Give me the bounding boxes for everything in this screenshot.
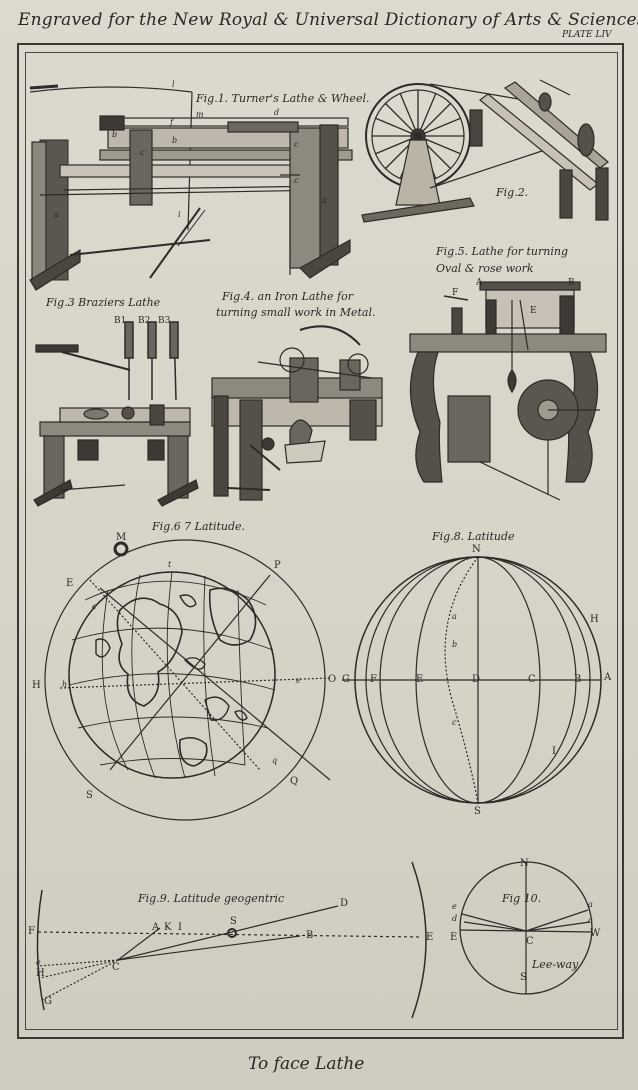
plate-number: PLATE LIV bbox=[562, 30, 612, 40]
fig67-caption: Fig.6 7 Latitude. bbox=[152, 520, 246, 533]
fig8-letter: b bbox=[452, 640, 458, 649]
fig9-letter: K bbox=[164, 922, 172, 933]
fig8-letter: G bbox=[342, 674, 350, 685]
fig1-letter: a bbox=[54, 210, 59, 219]
outer-frame bbox=[17, 43, 624, 1039]
plate-footer: To face Lathe bbox=[248, 1054, 365, 1074]
fig10-letter: a bbox=[588, 900, 593, 909]
fig6-letter: t bbox=[168, 560, 172, 569]
fig5-caption-line1: Fig.5. Lathe for turning bbox=[436, 245, 568, 258]
fig1-letter: d bbox=[274, 108, 280, 117]
fig9-letter: A bbox=[152, 922, 160, 933]
fig8-letter: c bbox=[452, 718, 457, 727]
fig9-letter: G bbox=[44, 996, 52, 1007]
fig5-letter: B bbox=[568, 278, 575, 288]
fig8-letter: D bbox=[472, 674, 481, 685]
fig10-letter: c bbox=[588, 916, 593, 925]
fig9-geocentric bbox=[36, 861, 427, 1019]
fig8-caption: Fig.8. Latitude bbox=[432, 530, 515, 543]
fig10-leeway bbox=[459, 861, 593, 995]
fig1-letter: f bbox=[170, 118, 173, 127]
fig3-braziers-lathe bbox=[33, 321, 199, 507]
fig2-caption: Fig.2. bbox=[496, 186, 529, 199]
fig1-letter: a bbox=[322, 196, 327, 205]
fig4-caption-line1: Fig.4. an Iron Lathe for bbox=[222, 290, 353, 303]
fig8-letter: C bbox=[528, 674, 536, 685]
fig3-caption: Fig.3 Braziers Lathe bbox=[46, 296, 161, 309]
fig8-letter: N bbox=[472, 544, 481, 555]
fig8-letter: A bbox=[604, 672, 612, 683]
fig9-letter: B bbox=[306, 930, 314, 941]
fig8-letter: B bbox=[574, 674, 582, 685]
fig5-letter: F bbox=[452, 288, 459, 298]
fig10-letter: E bbox=[450, 932, 458, 943]
fig1-letter: c bbox=[294, 140, 299, 149]
fig9-caption: Fig.9. Latitude geogentric bbox=[138, 892, 285, 905]
plate-header: Engraved for the New Royal & Universal D… bbox=[18, 10, 638, 30]
fig6-letter: E bbox=[66, 578, 74, 589]
fig3-letter: B1 bbox=[114, 316, 127, 326]
fig1-letter: l bbox=[172, 80, 175, 89]
fig6-letter: Q bbox=[290, 776, 299, 787]
fig9-letter: C bbox=[112, 962, 120, 973]
fig9-letter: e bbox=[36, 958, 41, 967]
fig8-letter: S bbox=[474, 806, 481, 817]
fig1-letter: b bbox=[172, 136, 178, 145]
fig8-letter: I bbox=[552, 746, 556, 757]
fig8-sphere bbox=[342, 556, 602, 804]
fig8-letter: a bbox=[452, 612, 457, 621]
fig5-letter: A bbox=[476, 278, 483, 288]
fig1-letter: m bbox=[196, 110, 204, 119]
fig6-letter: O bbox=[328, 674, 337, 685]
fig6-letter: q bbox=[272, 756, 278, 765]
fig9-letter: D bbox=[340, 898, 349, 909]
fig10-letter: C bbox=[526, 936, 534, 947]
fig6-letter: S bbox=[86, 790, 93, 801]
fig6-letter: e bbox=[296, 676, 301, 685]
fig10-letter: d bbox=[452, 914, 458, 923]
inner-frame bbox=[25, 52, 618, 1030]
fig6-letter: e bbox=[92, 602, 97, 611]
fig9-letter: H bbox=[36, 968, 45, 979]
fig1-caption: Fig.1. Turner's Lathe & Wheel. bbox=[196, 92, 370, 105]
fig8-letter: H bbox=[590, 614, 599, 625]
fig8-letter: F bbox=[370, 674, 377, 685]
fig5-oval-lathe bbox=[409, 281, 607, 501]
fig10-letter: S bbox=[520, 972, 527, 983]
fig8-letter: E bbox=[416, 674, 424, 685]
fig9-letter: S bbox=[230, 916, 237, 927]
fig6-globe bbox=[44, 539, 331, 821]
fig10-letter: e bbox=[452, 902, 457, 911]
fig1-letter: c bbox=[294, 176, 299, 185]
fig1-letter: c bbox=[140, 148, 145, 157]
fig1-letter: b bbox=[112, 130, 118, 139]
fig4-caption-line2: turning small work in Metal. bbox=[216, 306, 376, 319]
fig5-letter: E bbox=[530, 306, 537, 316]
fig6-letter: P bbox=[274, 560, 281, 571]
fig4-iron-lathe bbox=[211, 325, 383, 501]
fig9-letter: I bbox=[178, 922, 182, 933]
fig1-letter: i bbox=[178, 210, 181, 219]
fig10-letter: W bbox=[590, 928, 601, 939]
fig3-letter: B3 bbox=[158, 316, 171, 326]
fig9-letter: E bbox=[426, 932, 434, 943]
fig6-letter: h bbox=[62, 680, 68, 689]
fig10-caption: Fig 10. bbox=[502, 892, 542, 905]
fig6-letter: M bbox=[116, 532, 127, 543]
fig9-letter: F bbox=[28, 926, 35, 937]
fig10-leeway-label: Lee-way bbox=[532, 958, 579, 971]
fig5-caption-line2: Oval & rose work bbox=[436, 262, 534, 275]
fig3-letter: B2 bbox=[138, 316, 151, 326]
fig2-wheel-and-lathe bbox=[361, 79, 609, 223]
fig1-turners-lathe bbox=[29, 84, 353, 291]
fig6-letter: H bbox=[32, 680, 41, 691]
fig10-letter: N bbox=[520, 858, 529, 869]
